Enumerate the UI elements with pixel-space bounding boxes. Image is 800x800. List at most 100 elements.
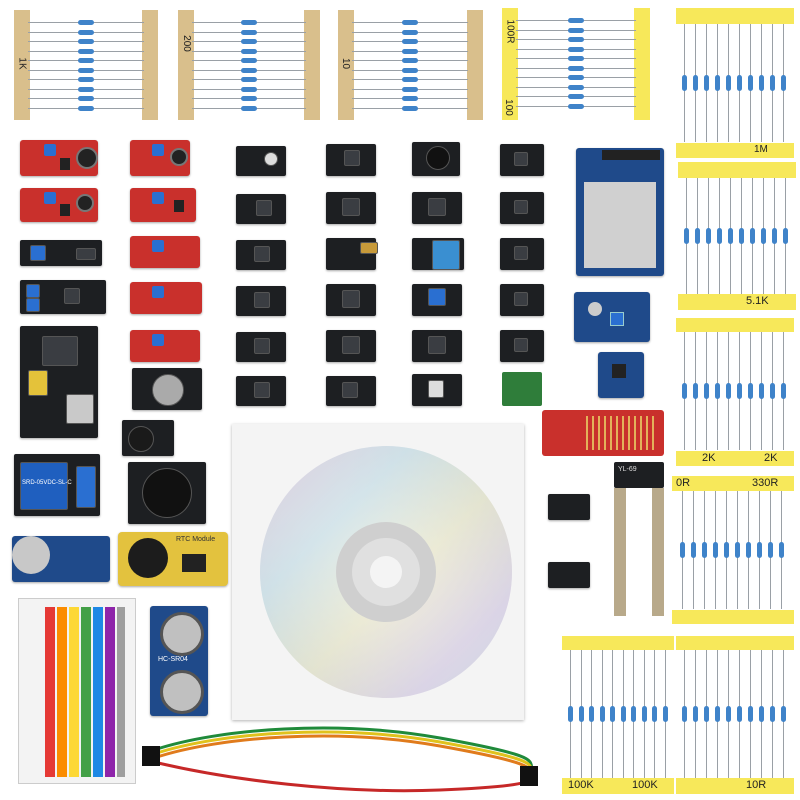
resistor-strip-200: 200 [178,10,320,120]
resistor [352,29,468,35]
resistor-tape-label: 1M [754,144,768,155]
resistor [192,67,306,73]
power-supply-module [20,326,98,438]
resistor [759,650,764,778]
resistor [691,491,696,609]
resistor [28,67,144,73]
relay-model-label: SRD-05VDC-SL-C [22,480,72,486]
resistor [28,20,144,25]
sensor-module [326,284,376,316]
resistor [352,58,468,63]
resistor-tape-label: 200 [180,35,192,52]
resistor [724,491,729,609]
sensor-module [236,286,286,316]
resistor [352,67,468,73]
resistor [192,96,306,101]
rtc-module: RTC Module [118,532,228,586]
sound-sensor-module [20,188,98,222]
resistor [28,58,144,63]
resistor [652,650,657,778]
relay-module: SRD-05VDC-SL-C [14,454,100,516]
resistor [352,105,468,111]
resistor-strip-10r: 10R [676,636,794,794]
resistor [680,491,685,609]
resistor [682,24,687,142]
resistor [759,24,764,142]
joystick-module [128,462,206,524]
resistor [735,491,740,609]
resistor [748,24,753,142]
soil-moisture-probe: YL-69 [606,462,670,622]
resistor [748,332,753,450]
resistor [726,24,731,142]
gas-sensor-module [12,536,110,582]
resistor [682,332,687,450]
resistor [739,178,744,294]
resistor-tape-label: 2K [764,452,778,464]
resistor-color-chart-card [18,598,136,784]
sensor-module [236,194,286,224]
resistor [28,39,144,44]
resistor-strip-1k: 1K [14,10,159,120]
sensor-module [500,192,544,224]
resistor [568,650,573,778]
resistor-strip-100k: 100K 100K [562,636,674,794]
resistor [715,650,720,778]
resistor [704,24,709,142]
resistor-tape-label: 10R [746,779,767,791]
sensor-module [326,330,376,362]
resistor [781,24,786,142]
resistor [715,332,720,450]
sensor-module [326,144,376,176]
resistor [761,178,766,294]
sensor-module [500,238,544,270]
sensor-module [326,376,376,406]
resistor [192,39,306,44]
resistor [641,650,647,778]
resistor [737,332,742,450]
resistor [516,84,636,90]
resistor-tape-label: 100 [502,99,514,116]
resistor [352,96,468,101]
resistor [768,491,773,609]
resistor [192,86,306,92]
accelerometer-module [598,352,644,398]
resistor [693,332,698,450]
resistor-tape-label: 1K [16,57,28,70]
resistor-tape-label: 10 [340,57,352,70]
resistor-tape-label: 100K [568,779,594,791]
cd-sleeve [232,424,524,720]
resistor [728,178,733,294]
resistor [695,178,700,294]
ir-sensor-module [130,188,196,222]
photo-sensor-module [130,236,200,268]
resistor [682,650,687,778]
obstacle-sensor-module [20,280,106,314]
resistor-tape-label: 0R [676,477,691,489]
resistor [746,491,751,609]
resistor [516,65,636,71]
resistor [578,650,584,778]
resistor [352,39,468,44]
sensor-module [236,240,286,270]
sensor-module [236,376,286,406]
resistor [192,20,306,25]
buck-converter-module [502,372,542,406]
sensor-module [574,292,650,342]
resistor [702,491,707,609]
resistor-strip-1m: 1M [676,8,794,158]
resistor [620,650,626,778]
tilt-sensor-module [548,494,590,520]
resistor-tape-label: 5.1K [746,295,769,307]
resistor [662,650,668,778]
resistor [516,37,636,42]
resistor [706,178,711,294]
resistor-strip-100r: 100R 100 [502,8,650,120]
resistor-strip-2k: 2K 2K [676,318,794,466]
resistor [631,650,636,778]
ultrasonic-label: HC-SR04 [158,656,188,663]
resistor [28,105,144,111]
resistor [770,24,775,142]
resistor [781,332,786,450]
